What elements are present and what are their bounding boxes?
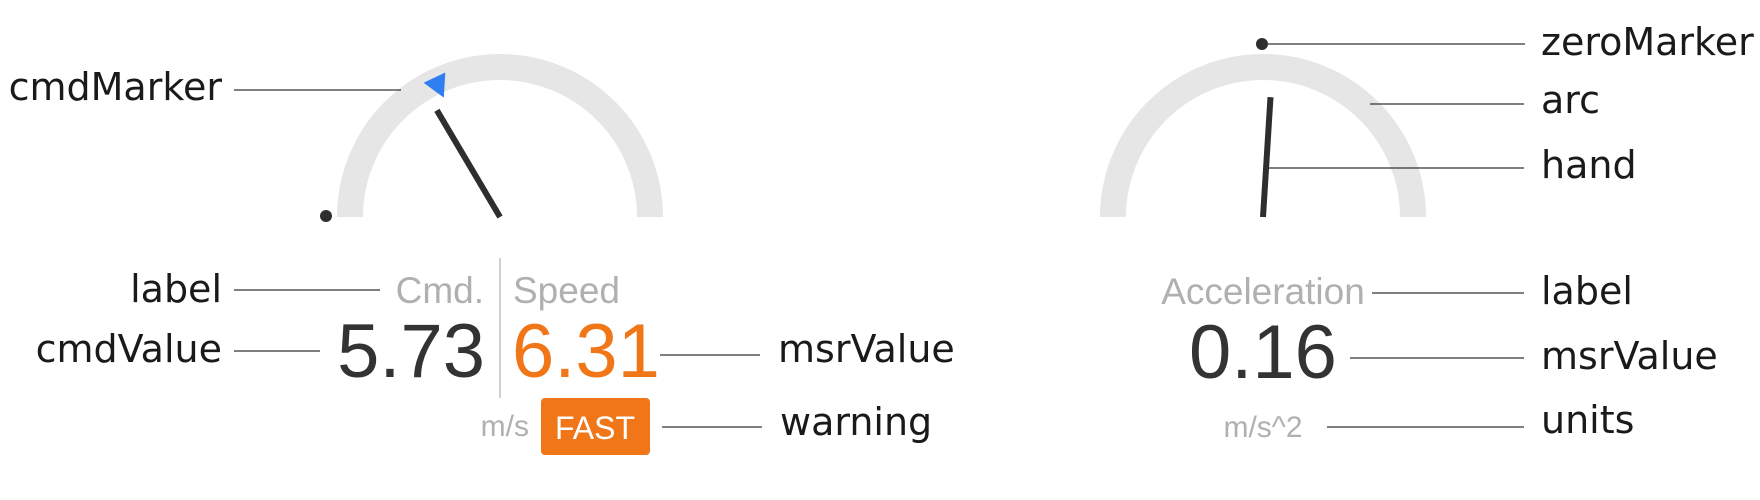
speed-gauge: Cmd. Speed 5.73 6.31 m/s FAST — [320, 54, 663, 455]
accel-msr-value: 0.16 — [1189, 310, 1337, 395]
callout-labels: cmdMarker label cmdValue msrValue warnin… — [9, 20, 1754, 444]
speed-hand — [434, 108, 503, 219]
callout-label-left: label — [130, 267, 222, 311]
warning-badge — [541, 398, 650, 455]
speed-msr-value: 6.31 — [512, 309, 660, 394]
callout-hand: hand — [1541, 143, 1637, 187]
accel-zero-marker — [1256, 38, 1268, 50]
callout-cmd-marker: cmdMarker — [9, 65, 223, 109]
speed-units: m/s — [481, 410, 529, 443]
speed-gauge-arc — [337, 54, 663, 218]
accel-gauge: Acceleration 0.16 m/s^2 — [1100, 38, 1426, 444]
callout-cmd-value: cmdValue — [36, 327, 222, 371]
callout-label-right: label — [1541, 269, 1633, 313]
accel-units: m/s^2 — [1223, 411, 1302, 444]
accel-hand — [1260, 97, 1274, 218]
accel-gauge-arc — [1100, 54, 1426, 218]
speed-zero-marker — [320, 210, 332, 222]
accel-label: Acceleration — [1161, 271, 1365, 312]
callout-warning: warning — [780, 400, 932, 444]
callout-arc: arc — [1541, 78, 1600, 122]
cmd-marker-triangle — [423, 72, 446, 98]
cmd-value: 5.73 — [337, 309, 485, 394]
callout-units: units — [1541, 398, 1634, 442]
speed-label: Speed — [513, 270, 620, 311]
leader-lines — [234, 43, 1525, 428]
callout-msr-value-left: msrValue — [778, 327, 955, 371]
warning-text: FAST — [555, 410, 635, 446]
callout-zero-marker: zeroMarker — [1541, 20, 1754, 64]
callout-msr-value-right: msrValue — [1541, 334, 1718, 378]
cmd-label: Cmd. — [396, 270, 484, 311]
